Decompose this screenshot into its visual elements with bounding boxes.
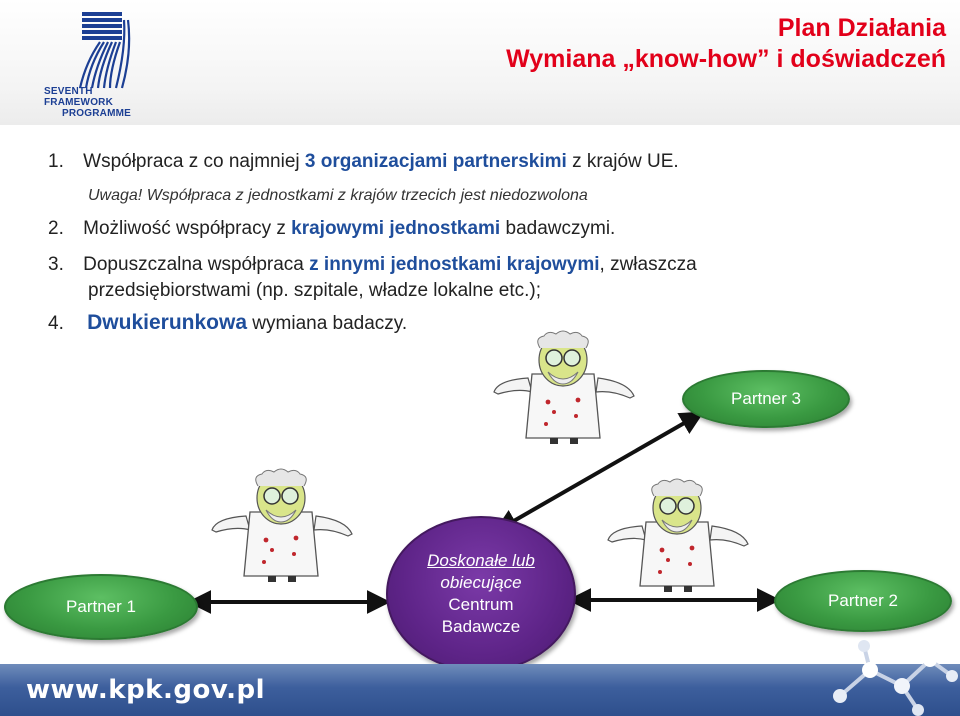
list-item-1: 1. Współpraca z co najmniej 3 organizacj… [48, 150, 679, 174]
item-emphasis: 3 organizacjami partnerskimi [304, 151, 567, 172]
page-subtitle: Wymiana „know-how” i doświadczeń [506, 45, 946, 73]
fp7-logo [78, 12, 131, 89]
molecule-icon [833, 640, 958, 716]
item-text-end: badawczymi. [500, 218, 616, 239]
center-node: Doskonałe lub obiecujące Centrum Badawcz… [386, 516, 576, 672]
partner-1-node: Partner 1 [4, 574, 198, 640]
partner-3-node: Partner 3 [682, 370, 850, 428]
scientist-icon [607, 478, 749, 592]
item-number: 1. [48, 151, 64, 172]
center-label-line3: Centrum [448, 595, 514, 614]
item-text: Możliwość współpracy z [83, 218, 292, 239]
item-number: 3. [48, 254, 64, 275]
list-item-3-continued: przedsiębiorstwami (np. szpitale, władze… [88, 280, 542, 301]
partner-1-label: Partner 1 [66, 597, 136, 616]
arrow-center-partner3 [493, 411, 705, 533]
center-label-line2: obiecujące [440, 573, 522, 592]
partner-2-label: Partner 2 [828, 591, 898, 610]
item-text-end: z krajów UE. [566, 151, 679, 172]
item-emphasis: krajowymi jednostkami [291, 218, 501, 239]
footer-band [0, 664, 960, 716]
list-item-4: 4. Dwukierunkowa wymiana badaczy. [48, 311, 407, 336]
center-label-line1: Doskonałe lub [427, 551, 535, 570]
item-text-end: , zwłaszcza [599, 254, 697, 275]
item-text: Dopuszczalna współpraca [83, 254, 310, 275]
logo-text: SEVENTH FRAMEWORK PROGRAMME [44, 86, 132, 119]
page-title: Plan Działania [777, 14, 946, 42]
item-emphasis: Dwukierunkowa [87, 311, 248, 334]
item-number: 4. [48, 313, 64, 334]
footer-url: www.kpk.gov.pl [26, 675, 266, 705]
header-band [0, 0, 960, 125]
note: Uwaga! Współpraca z jednostkami z krajów… [88, 187, 588, 204]
partner-2-node: Partner 2 [774, 570, 952, 632]
partner-3-label: Partner 3 [731, 389, 801, 408]
item-text: Współpraca z co najmniej [83, 151, 305, 172]
item-text-end: wymiana badaczy. [247, 313, 408, 334]
list-item-2: 2. Możliwość współpracy z krajowymi jedn… [48, 217, 615, 241]
scientist-icon [493, 330, 635, 444]
list-item-3: 3. Dopuszczalna współpraca z innymi jedn… [48, 253, 697, 277]
item-emphasis: z innymi jednostkami krajowymi [309, 254, 600, 275]
center-label-line4: Badawcze [441, 617, 521, 636]
scientist-icon [211, 468, 353, 582]
item-number: 2. [48, 218, 64, 239]
